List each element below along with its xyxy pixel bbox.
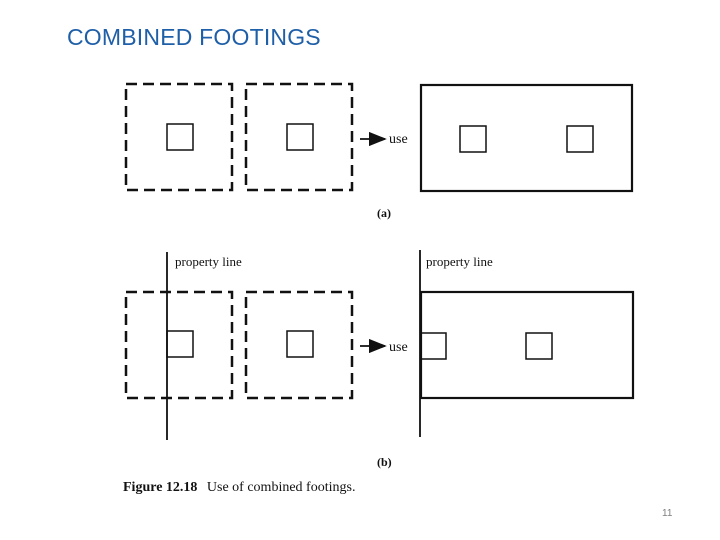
use-label: use	[389, 132, 408, 147]
part-a-label: (a)	[377, 206, 391, 220]
combined-column-1	[420, 332, 447, 360]
combined-footing	[419, 290, 635, 400]
column-2	[286, 330, 314, 358]
property-line-right-label: property line	[426, 254, 493, 269]
combined-column-2	[525, 332, 553, 360]
figure-caption-number: Figure 12.18	[123, 480, 197, 495]
separate-footing-1-dashed	[124, 290, 234, 400]
combined-footing	[419, 83, 634, 193]
figure-caption-text: Use of combined footings.	[207, 480, 356, 495]
column-2	[286, 123, 314, 151]
part-b: property line use property line (b)	[124, 250, 635, 469]
separate-footing-2-dashed	[244, 290, 354, 400]
combined-column-2	[566, 125, 594, 153]
column-1	[166, 123, 194, 151]
column-1	[166, 330, 194, 358]
figure-caption: Figure 12.18 Use of combined footings.	[123, 480, 355, 495]
separate-footing-1-dashed	[124, 82, 234, 192]
part-b-label: (b)	[377, 455, 392, 469]
combined-column-1	[459, 125, 487, 153]
separate-footing-2-dashed	[244, 82, 354, 192]
part-a: use (a)	[124, 82, 634, 220]
slide-number: 11	[662, 508, 673, 519]
use-label: use	[389, 340, 408, 355]
slide-title: COMBINED FOOTINGS	[67, 24, 321, 50]
property-line-left-label: property line	[175, 254, 242, 269]
